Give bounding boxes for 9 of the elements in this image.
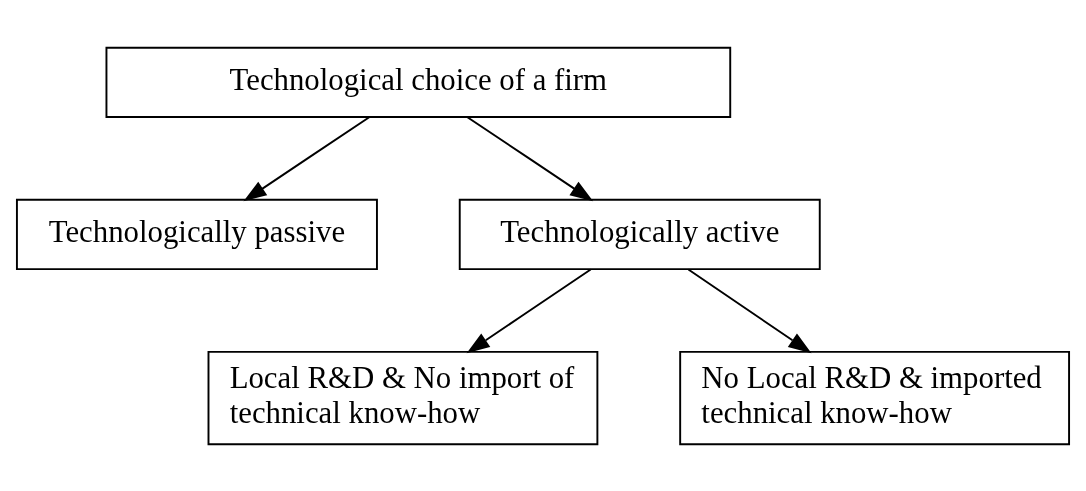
node-box: Technologically passive xyxy=(15,198,378,270)
arrow xyxy=(243,115,371,201)
arrow xyxy=(466,268,592,353)
node-box: Technological choice of a firm xyxy=(105,46,732,118)
node-box: Local R&D & No import of technical know-how xyxy=(207,350,599,445)
node-box: Technologically active xyxy=(458,198,821,270)
arrow xyxy=(466,115,594,201)
node-box: No Local R&D & imported technical know-how xyxy=(679,350,1071,445)
arrow xyxy=(687,268,812,353)
